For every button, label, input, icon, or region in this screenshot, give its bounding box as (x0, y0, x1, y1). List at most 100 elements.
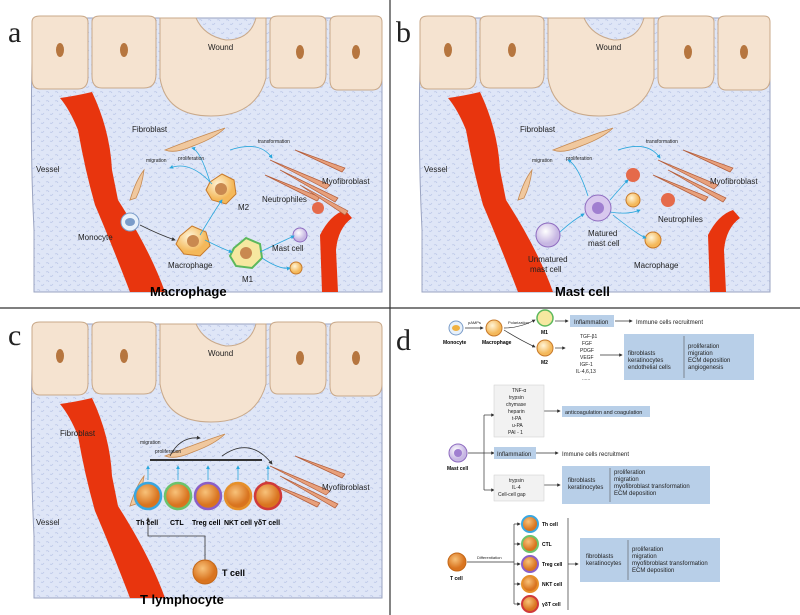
d-mast-immune: Immune cells recruitment (562, 452, 629, 458)
vessel-a (60, 92, 165, 292)
wound-label-b: Wound (596, 43, 621, 52)
d-target: keratinocytes (628, 358, 663, 364)
d-mast-inflammation: Inflammation (497, 452, 531, 458)
d-mediator: t-PA (512, 416, 522, 422)
transformation-label-a: transformation (258, 139, 290, 145)
unmatured-label-b: Unmatured (528, 255, 568, 264)
panel-a: a Wound (8, 15, 383, 299)
d-mast-factor: Cell-cell gap (498, 492, 526, 498)
d-m2-label: M2 (541, 360, 548, 366)
proliferation-label-c: proliferation (155, 449, 181, 455)
d-mast-target: fibroblasts (568, 478, 595, 484)
d-factor: IGF-1 (580, 362, 593, 368)
d-subset: Th cell (542, 522, 558, 528)
mast-cell-a (292, 227, 308, 243)
tcell-ctl-c: CTL (170, 520, 184, 527)
migration-label-a: migration (146, 158, 167, 164)
panel-a-letter: a (8, 16, 21, 49)
d-mast-effect: proliferation (614, 470, 645, 476)
d-mediator: heparin (508, 409, 525, 415)
vessel-label-c: Vessel (36, 518, 60, 527)
d-effect: proliferation (688, 344, 719, 350)
d-mast-effect: migration (614, 477, 639, 483)
d-anticoag-label: anticoagulation and coagulation (565, 410, 642, 416)
neutrophil-a (289, 202, 324, 275)
d-polarization-label: Polarization (508, 320, 529, 325)
d-subset: NKT cell (542, 582, 563, 588)
d-tcell-label: T cell (450, 576, 463, 582)
unmatured-label2-b: mast cell (530, 265, 562, 274)
wound-label-a: Wound (208, 43, 233, 52)
d-mast-effect: myofibroblast transformation (614, 484, 690, 490)
tcell-nkt-c: NKT cell (224, 520, 252, 527)
d-immune-label: Immune cells recruitment (636, 320, 703, 326)
fibroblast-a (129, 127, 226, 201)
d-mediator: PAI - 1 (508, 430, 523, 436)
d-macrophage-label: Macrophage (482, 340, 512, 346)
proliferation-label-a: proliferation (178, 156, 204, 162)
d-mediator: trypsin (509, 395, 524, 401)
m2-cell-a (205, 173, 237, 205)
d-effect: ECM deposition (688, 358, 730, 364)
wound-label-c: Wound (208, 349, 233, 358)
d-tcell-flow: T cell Differentiation Th cell CTL Treg … (447, 515, 720, 613)
t-cell-label-c: T cell (222, 568, 245, 578)
panel-d-letter: d (396, 324, 411, 357)
labels-c: Wound Vessel Fibroblast Myofibroblast mi… (36, 349, 370, 607)
panel-b-letter: b (396, 16, 411, 49)
migration-label-b: migration (532, 158, 553, 164)
d-mast-factor: trypsin (509, 478, 524, 484)
labels-b: Wound Vessel Fibroblast Myofibroblast Un… (424, 43, 758, 299)
monocyte-cell-a (120, 212, 140, 232)
tcell-th-c: Th cell (136, 520, 158, 527)
d-tcell-effect: migration (632, 554, 657, 560)
matured-label-b: Matured (588, 229, 617, 238)
d-mediator: u-PA (512, 423, 523, 429)
d-factor: PDGF (580, 348, 594, 354)
d-effect: angiogenesis (688, 365, 723, 371)
panel-b-title: Mast cell (555, 284, 610, 299)
d-macrophage-factors: TGF-β1 FGF PDGF VEGF IGF-1 IL-4,6,13 ...… (576, 334, 598, 382)
d-differentiation-label: Differentiation (477, 555, 502, 560)
vessel-label-b: Vessel (424, 165, 448, 174)
panel-d: d Monocyte pAMPs Macrophage Polarization… (396, 309, 754, 613)
vessel-label-a: Vessel (36, 165, 60, 174)
d-monocyte-label: Monocyte (443, 340, 467, 346)
tissue-b (418, 15, 771, 293)
d-subset: CTL (542, 542, 552, 548)
m1-cell-a (228, 236, 264, 270)
d-mast-label: Mast cell (447, 466, 469, 472)
d-tcell-target: fibroblasts (586, 554, 613, 560)
skin-nuclei-a (56, 43, 360, 59)
mast-cell-label-a: Mast cell (272, 244, 304, 253)
matured-label2-b: mast cell (588, 239, 620, 248)
macrophage-label-b: Macrophage (634, 261, 679, 270)
d-mediator: chymase (506, 402, 526, 408)
myofibroblast-label-b: Myofibroblast (710, 177, 758, 186)
fibroblast-label-a: Fibroblast (132, 125, 168, 134)
neutrophiles-label-a: Neutrophiles (262, 195, 307, 204)
neutrophiles-label-b: Neutrophiles (658, 215, 703, 224)
d-tcell-effect: ECM deposition (632, 568, 674, 574)
fibroblast-label-b: Fibroblast (520, 125, 556, 134)
d-effect: migration (688, 351, 713, 357)
fibroblast-label-c: Fibroblast (60, 429, 96, 438)
panel-b: b (396, 15, 771, 299)
macrophage-cell-a (175, 225, 211, 257)
d-target: endothelial cells (628, 365, 671, 371)
d-factor: ...... (582, 376, 590, 382)
d-mediator: TNF-α (512, 388, 526, 394)
d-mast-effect: ECM deposition (614, 491, 656, 497)
d-mast-factor: IL-4 (512, 485, 521, 491)
d-tcell-effect: proliferation (632, 547, 663, 553)
panel-a-title: Macrophage (150, 284, 227, 299)
d-target: fibroblasts (628, 351, 655, 357)
proliferation-label-b: proliferation (566, 156, 592, 162)
transformation-label-b: transformation (646, 139, 678, 145)
migration-label-c: migration (140, 440, 161, 446)
myofibroblast-label-a: Myofibroblast (322, 177, 370, 186)
d-factor: FGF (582, 341, 592, 347)
panel-c: c (8, 319, 383, 607)
d-m1-label: M1 (541, 330, 548, 336)
